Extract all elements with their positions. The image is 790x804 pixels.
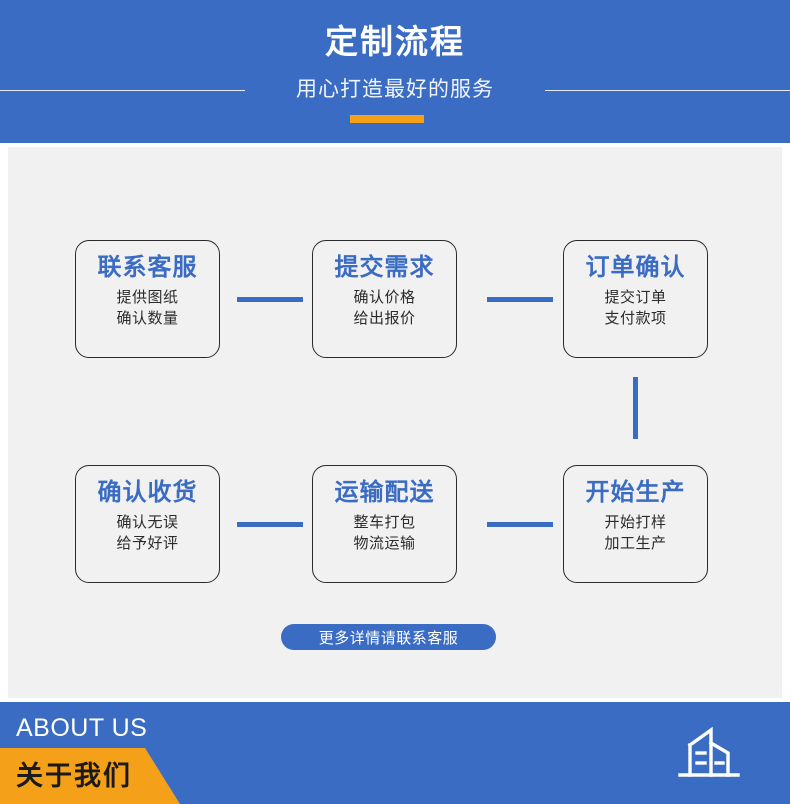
flow-step-details: 开始打样 加工生产 bbox=[604, 512, 666, 554]
flow-step-detail-line: 给予好评 bbox=[116, 535, 179, 552]
flow-step-title: 联系客服 bbox=[97, 254, 198, 281]
building-icon bbox=[678, 726, 740, 777]
flow-step-detail-line: 加工生产 bbox=[604, 535, 667, 552]
flow-step-details: 确认无误 给予好评 bbox=[116, 512, 178, 554]
footer-title-en: ABOUT US bbox=[16, 714, 148, 742]
page-footer: ABOUT US 关于我们 bbox=[0, 702, 790, 804]
flow-diagram-area bbox=[0, 143, 790, 702]
connector-contact-to-submit bbox=[237, 297, 303, 302]
flow-step-detail-line: 物流运输 bbox=[353, 535, 416, 552]
page-header: 定制流程 用心打造最好的服务 bbox=[0, 0, 790, 143]
flow-step-produce[interactable]: 开始生产 开始打样 加工生产 bbox=[563, 465, 708, 583]
flow-step-detail-line: 提供图纸 bbox=[116, 289, 179, 306]
flow-step-submit[interactable]: 提交需求 确认价格 给出报价 bbox=[312, 240, 457, 358]
flow-step-detail-line: 支付款项 bbox=[604, 310, 667, 327]
flow-step-detail-line: 确认无误 bbox=[116, 514, 179, 531]
flow-step-details: 提交订单 支付款项 bbox=[604, 287, 666, 329]
footer-title-zh: 关于我们 bbox=[16, 761, 132, 791]
connector-produce-to-ship bbox=[487, 522, 553, 527]
flow-step-title: 运输配送 bbox=[334, 479, 435, 506]
flow-step-detail-line: 确认价格 bbox=[353, 289, 416, 306]
connector-ship-to-receive bbox=[237, 522, 303, 527]
flow-step-title: 确认收货 bbox=[97, 479, 198, 506]
flow-step-detail-line: 给出报价 bbox=[353, 310, 416, 327]
connector-confirm-to-produce bbox=[633, 377, 638, 439]
subtitle-row: 用心打造最好的服务 bbox=[0, 76, 790, 104]
flow-step-details: 确认价格 给出报价 bbox=[353, 287, 415, 329]
subtitle-rule-right bbox=[545, 90, 790, 91]
flow-step-title: 订单确认 bbox=[585, 254, 686, 281]
page-title: 定制流程 bbox=[325, 23, 465, 60]
flow-step-detail-line: 整车打包 bbox=[353, 514, 416, 531]
flow-step-details: 提供图纸 确认数量 bbox=[116, 287, 178, 329]
flow-step-title: 提交需求 bbox=[334, 254, 435, 281]
subtitle-rule-left bbox=[0, 90, 245, 91]
flow-step-ship[interactable]: 运输配送 整车打包 物流运输 bbox=[312, 465, 457, 583]
flow-step-confirm[interactable]: 订单确认 提交订单 支付款项 bbox=[563, 240, 708, 358]
flow-diagram-canvas bbox=[8, 147, 782, 698]
flow-step-detail-line: 提交订单 bbox=[604, 289, 667, 306]
flow-step-detail-line: 确认数量 bbox=[116, 310, 179, 327]
flow-step-receive[interactable]: 确认收货 确认无误 给予好评 bbox=[75, 465, 220, 583]
connector-submit-to-confirm bbox=[487, 297, 553, 302]
flow-step-contact[interactable]: 联系客服 提供图纸 确认数量 bbox=[75, 240, 220, 358]
flow-step-detail-line: 开始打样 bbox=[604, 514, 667, 531]
footer-ribbon bbox=[0, 748, 180, 804]
page-subtitle: 用心打造最好的服务 bbox=[296, 78, 494, 101]
flow-step-details: 整车打包 物流运输 bbox=[353, 512, 415, 554]
contact-support-button[interactable]: 更多详情请联系客服 bbox=[281, 624, 496, 650]
flow-step-title: 开始生产 bbox=[585, 479, 686, 506]
header-accent-bar bbox=[350, 115, 424, 123]
